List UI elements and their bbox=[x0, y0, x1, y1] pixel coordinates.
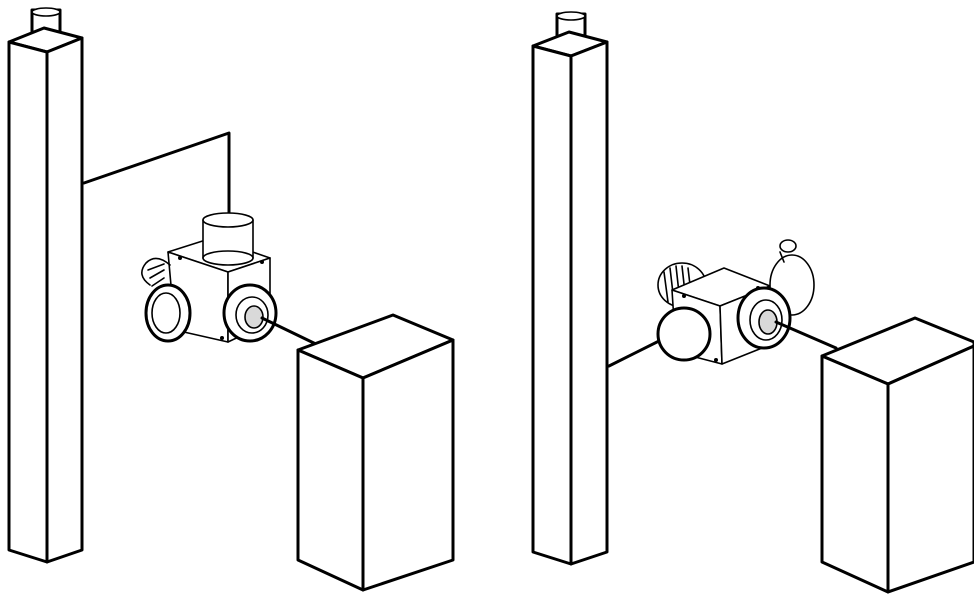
right-column-face-left bbox=[531, 44, 573, 566]
right-column-face-right bbox=[569, 40, 609, 566]
right-three-way-valve bbox=[656, 239, 815, 365]
right-cabinet-face-left bbox=[820, 354, 890, 594]
right-valve-cabinet-line bbox=[774, 320, 838, 350]
left-column bbox=[7, 7, 84, 564]
right-panel bbox=[531, 11, 974, 594]
left-connection-line bbox=[82, 131, 231, 217]
right-column bbox=[531, 11, 609, 566]
left-valve-cabinet-line bbox=[260, 316, 322, 348]
left-column-face-right bbox=[45, 36, 84, 564]
left-panel bbox=[7, 7, 455, 592]
right-connection-line bbox=[607, 336, 667, 368]
right-valve-port-left bbox=[656, 306, 712, 362]
right-cabinet bbox=[820, 316, 974, 594]
left-column-face-left bbox=[7, 40, 49, 564]
left-cabinet bbox=[296, 313, 455, 592]
left-three-way-valve bbox=[141, 212, 278, 343]
right-cabinet-face-right bbox=[886, 344, 974, 594]
left-cabinet-face-left bbox=[296, 348, 365, 592]
left-cabinet-face-right bbox=[361, 338, 455, 592]
